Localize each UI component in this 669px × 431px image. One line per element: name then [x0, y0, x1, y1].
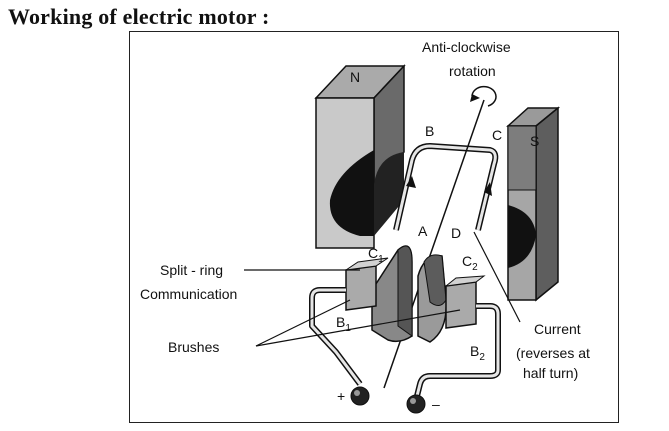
ring-c2-label: C2 — [462, 253, 478, 273]
split-ring-commutator — [371, 245, 447, 343]
current-label-line3: half turn) — [523, 365, 578, 381]
rotation-label-line1: Anti-clockwise — [422, 39, 511, 55]
external-circuit-wires — [309, 287, 501, 401]
corner-a-label: A — [418, 223, 428, 239]
armature-coil — [393, 143, 499, 231]
rotation-label-line2: rotation — [449, 63, 496, 79]
leader-lines — [244, 231, 521, 347]
brush-b2-label: B2 — [470, 343, 485, 363]
positive-terminal-label: + — [337, 388, 345, 404]
split-ring-label-line2: Communication — [140, 286, 237, 302]
rotation-arrow-icon — [470, 85, 497, 107]
corner-d-label: D — [451, 225, 461, 241]
brushes-label: Brushes — [168, 339, 219, 355]
current-arrows — [406, 176, 492, 196]
north-magnet: N — [314, 64, 406, 249]
diagram-frame — [129, 31, 619, 423]
split-ring-label-line1: Split - ring — [160, 262, 223, 278]
negative-terminal: – — [406, 394, 440, 414]
south-magnet: S — [506, 106, 561, 302]
negative-terminal-label: – — [432, 396, 440, 412]
ring-c1-label: C1 — [368, 245, 384, 265]
brush-left — [345, 257, 389, 311]
brush-right — [444, 275, 486, 329]
brush-b1-label: B1 — [336, 314, 351, 334]
current-label-line1: Current — [534, 321, 581, 337]
north-pole-label: N — [350, 69, 360, 85]
page-heading: Working of electric motor : — [8, 4, 270, 29]
current-label-line2: (reverses at — [516, 345, 590, 361]
corner-c-label: C — [492, 127, 502, 143]
positive-terminal: + — [337, 386, 370, 406]
corner-b-label: B — [425, 123, 434, 139]
south-pole-label: S — [530, 133, 539, 149]
